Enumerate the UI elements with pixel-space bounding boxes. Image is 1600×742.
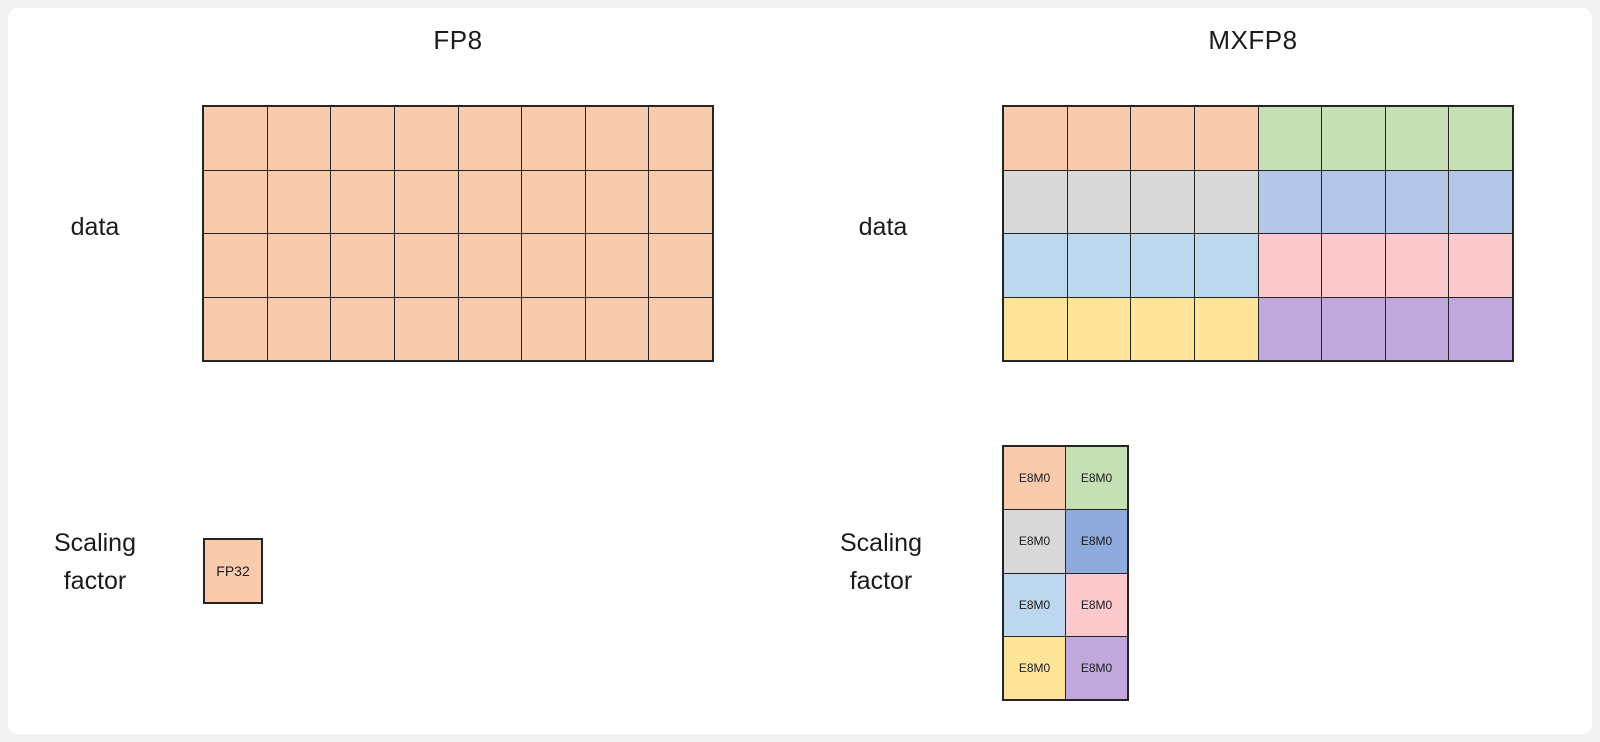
- grid-cell: [267, 234, 331, 297]
- grid-cell: [1322, 170, 1385, 233]
- grid-cell: [267, 107, 331, 170]
- grid-cell: [1322, 234, 1385, 297]
- grid-cell: [1449, 107, 1512, 170]
- mxfp8-scaling-factor-label: Scaling factor: [840, 529, 922, 595]
- grid-cell: [1258, 297, 1322, 360]
- grid-cell: [1067, 234, 1131, 297]
- grid-cell: [522, 297, 585, 360]
- grid-cell: [1449, 170, 1512, 233]
- grid-cell: [585, 297, 649, 360]
- grid-cell: [1194, 234, 1258, 297]
- grid-cell: [1322, 107, 1385, 170]
- grid-cell: [1004, 107, 1067, 170]
- grid-cell: [649, 170, 712, 233]
- grid-cell: [1131, 297, 1194, 360]
- grid-cell: [649, 297, 712, 360]
- grid-cell: [204, 234, 267, 297]
- grid-cell: [1449, 234, 1512, 297]
- grid-cell: [649, 107, 712, 170]
- grid-cell: [331, 297, 394, 360]
- grid-cell: [1194, 107, 1258, 170]
- grid-cell: [1385, 170, 1449, 233]
- grid-cell: [1258, 107, 1322, 170]
- grid-cell: [1385, 234, 1449, 297]
- grid-cell: [1004, 297, 1067, 360]
- fp8-scale-cell: FP32: [203, 538, 263, 604]
- grid-cell: [1385, 297, 1449, 360]
- grid-cell: [458, 107, 522, 170]
- grid-cell: E8M0: [1004, 447, 1065, 510]
- grid-cell: [394, 234, 458, 297]
- mxfp8-data-label: data: [858, 213, 908, 241]
- grid-cell: [331, 107, 394, 170]
- grid-cell: [1322, 297, 1385, 360]
- grid-cell: [649, 234, 712, 297]
- fp8-data-label: data: [70, 213, 120, 241]
- grid-cell: [1449, 297, 1512, 360]
- grid-cell: [1067, 297, 1131, 360]
- grid-cell: [458, 170, 522, 233]
- grid-cell: [1385, 107, 1449, 170]
- grid-cell: [267, 297, 331, 360]
- grid-cell: [1004, 234, 1067, 297]
- mxfp8-data-grid: [1002, 105, 1514, 362]
- grid-cell: [585, 170, 649, 233]
- grid-cell: [331, 170, 394, 233]
- grid-cell: [394, 297, 458, 360]
- grid-cell: [1258, 234, 1322, 297]
- grid-cell: [204, 297, 267, 360]
- fp8-data-grid: [202, 105, 714, 362]
- grid-cell: [1131, 107, 1194, 170]
- grid-cell: [1067, 170, 1131, 233]
- grid-cell: [204, 107, 267, 170]
- grid-cell: [522, 170, 585, 233]
- grid-cell: [458, 234, 522, 297]
- grid-cell: [1131, 170, 1194, 233]
- grid-cell: [1067, 107, 1131, 170]
- grid-cell: [394, 107, 458, 170]
- grid-cell: E8M0: [1066, 510, 1127, 573]
- grid-cell: [522, 234, 585, 297]
- grid-cell: [585, 234, 649, 297]
- grid-cell: [1258, 170, 1322, 233]
- grid-cell: E8M0: [1004, 573, 1065, 636]
- grid-cell: [331, 234, 394, 297]
- grid-cell: [522, 107, 585, 170]
- grid-cell: E8M0: [1066, 573, 1127, 636]
- mxfp8-title: MXFP8: [1208, 25, 1298, 55]
- grid-cell: [1004, 170, 1067, 233]
- grid-cell: [1194, 297, 1258, 360]
- canvas: FP8 data Scaling factor FP32 MXFP8 data …: [8, 8, 1592, 734]
- grid-cell: [394, 170, 458, 233]
- grid-cell: [1131, 234, 1194, 297]
- grid-cell: [267, 170, 331, 233]
- grid-cell: [458, 297, 522, 360]
- grid-cell: [1194, 170, 1258, 233]
- grid-cell: E8M0: [1066, 636, 1127, 699]
- fp8-title: FP8: [433, 25, 483, 55]
- grid-cell: [204, 170, 267, 233]
- grid-cell: [585, 107, 649, 170]
- grid-cell: E8M0: [1004, 510, 1065, 573]
- fp8-scaling-factor-label: Scaling factor: [54, 529, 136, 595]
- grid-cell: E8M0: [1004, 636, 1065, 699]
- grid-cell: E8M0: [1066, 447, 1127, 510]
